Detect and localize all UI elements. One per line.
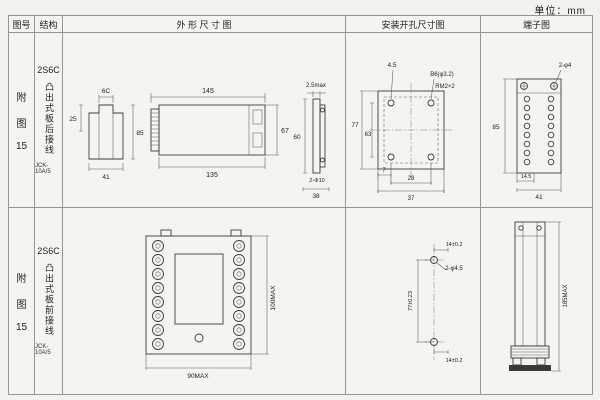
dim-label: 4.5 (387, 62, 396, 69)
model-label: 2S6C (37, 246, 60, 257)
outline-drawing-row1: 6C 25 85 41 (69, 83, 330, 200)
dim-label: 14±0.2 (446, 242, 463, 248)
header-fig-no: 图号 (8, 15, 35, 33)
header-row: 图号 结构 外 形 尺 寸 图 安装开孔尺寸图 端子图 (8, 15, 593, 33)
terminal-side-view: 185MAX (509, 221, 569, 372)
table-row: 附 图 15 2S6C 凸出式板前接线 JCK-10A/5 (8, 207, 593, 395)
dim-label: 60 (293, 134, 301, 141)
terminal-drawing-row2: 185MAX (509, 221, 569, 372)
structure-cell: 2S6C 凸出式板后接线 JCK-10A/5 (35, 33, 62, 207)
dim-label: 2-φ4.5 (445, 266, 463, 272)
outline-front-view: 100MAX 90MAX (145, 229, 277, 380)
mounting-view: 4.5 B6(φ3.2) RM2×2 77 63 7 28 (351, 62, 455, 202)
dim-label: 185MAX (563, 284, 569, 307)
outline-views: 6C 25 85 41 (69, 83, 330, 200)
mounting-view: 14±0.2 2-φ4.5 77±0.23 14±0.2 (408, 242, 463, 364)
fig-char: 图 (16, 299, 27, 311)
outline-drawing-row2: 100MAX 90MAX (145, 229, 277, 380)
dim-label: 38 (312, 193, 320, 200)
header-mounting: 安装开孔尺寸图 (345, 15, 481, 33)
fig-char: 附 (16, 273, 27, 285)
dim-label: 2-Φ10 (309, 178, 324, 184)
dim-label: 77 (351, 122, 359, 129)
model-label: 2S6C (37, 65, 60, 76)
dim-label: 14±0.2 (446, 358, 463, 364)
fig-number-cell: 附 图 15 (9, 208, 34, 394)
dim-label: 2-φ4 (559, 63, 572, 69)
fig-number-cell: 附 图 15 (9, 33, 34, 207)
fig-num: 15 (15, 140, 28, 152)
mounting-drawing-row1: 4.5 B6(φ3.2) RM2×2 77 63 7 28 (351, 62, 455, 202)
dim-label: 41 (535, 194, 543, 201)
dim-label: 2.5max (306, 83, 326, 89)
dim-label: 67 (281, 128, 289, 135)
dim-label: 77±0.23 (408, 291, 414, 311)
dim-label: 41 (102, 174, 110, 181)
fig-char: 附 (16, 92, 27, 104)
dim-label: 145 (202, 88, 214, 95)
dim-label: 37 (408, 196, 415, 202)
fig-char: 图 (16, 118, 27, 130)
dim-label: 7 (382, 168, 386, 174)
table-row: 附 图 15 2S6C 凸出式板后接线 JCK-10A/5 (8, 32, 593, 208)
header-outline: 外 形 尺 寸 图 (62, 15, 346, 33)
wiring-type-label: 凸出式板前接线 (44, 263, 54, 337)
dim-label: 14.5 (521, 174, 532, 180)
dim-label: RM2×2 (435, 84, 455, 90)
fig-num: 15 (15, 321, 28, 333)
dim-label: 135 (206, 172, 218, 179)
dim-label: 63 (365, 132, 372, 138)
dim-label: 28 (408, 176, 415, 182)
header-structure: 结构 (34, 15, 63, 33)
dim-label: 100MAX (270, 285, 277, 311)
dim-label: 85 (492, 124, 500, 131)
terminal-view: 2-φ4 85 14.5 41 (492, 63, 572, 201)
dim-label: 85 (136, 130, 144, 137)
dimension-table: 图号 结构 外 形 尺 寸 图 安装开孔尺寸图 端子图 附 图 15 2S6C … (8, 15, 593, 395)
dim-label: 25 (69, 116, 77, 123)
header-terminal: 端子图 (480, 15, 593, 33)
model-code: JCK-10A/5 (35, 162, 51, 175)
dim-label: B6(φ3.2) (430, 72, 454, 78)
dim-label: 6C (102, 88, 111, 95)
structure-cell: 2S6C 凸出式板前接线 JCK-10A/5 (35, 208, 62, 394)
mounting-drawing-row2: 14±0.2 2-φ4.5 77±0.23 14±0.2 (408, 242, 463, 364)
unit-label: 单位：mm (534, 6, 586, 17)
terminal-drawing-row1: 2-φ4 85 14.5 41 (492, 63, 572, 201)
wiring-type-label: 凸出式板后接线 (44, 82, 54, 156)
dim-label: 90MAX (187, 373, 209, 380)
model-code: JCK-10A/5 (35, 343, 51, 356)
